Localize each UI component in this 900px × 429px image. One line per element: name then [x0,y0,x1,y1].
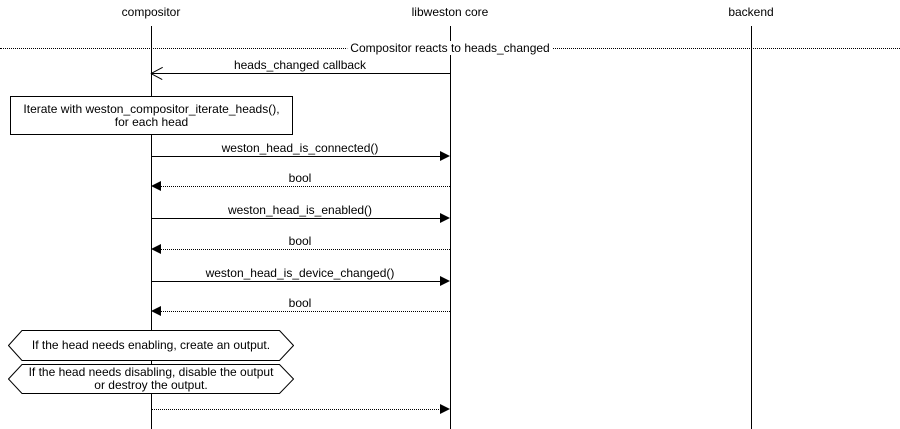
message-label-weston-head-is-enabled: weston_head_is_enabled() [227,203,373,217]
message-label-weston-head-is-connected: weston_head_is_connected() [221,141,379,155]
lifeline-backend [751,26,752,429]
message-line-return-bool-connected [161,186,450,187]
note-iterate-heads: Iterate with weston_compositor_iterate_h… [10,96,293,135]
condition-disable-head-text: If the head needs disabling, disable the… [28,365,274,392]
message-line-return-bool-device-changed [161,311,450,312]
arrowhead-filled-left-icon [151,244,161,254]
separator-label: Compositor reacts to heads_changed [347,41,553,55]
hexagon-shape-icon [8,330,294,361]
condition-enable-head-text: If the head needs enabling, create an ou… [31,338,271,352]
arrowhead-filled-left-icon [151,306,161,316]
participant-label-compositor: compositor [121,5,181,19]
arrowhead-filled-left-icon [151,181,161,191]
arrowhead-filled-right-icon [440,404,450,414]
message-line-heads-changed-callback [151,73,450,74]
message-label-return-bool-device-changed: bool [288,296,312,310]
arrowhead-filled-right-icon [440,151,450,161]
arrowhead-filled-right-icon [440,276,450,286]
message-label-heads-changed-callback: heads_changed callback [233,58,367,72]
message-line-weston-head-is-enabled [151,218,441,219]
lifeline-compositor [151,26,152,429]
message-line-final-return [151,409,441,410]
condition-enable-head: If the head needs enabling, create an ou… [8,330,294,361]
arrowhead-filled-right-icon [440,213,450,223]
participant-label-libweston-core: libweston core [411,5,489,19]
message-label-weston-head-is-device-changed: weston_head_is_device_changed() [205,266,395,280]
lifeline-libweston-core [450,26,451,429]
message-line-weston-head-is-connected [151,156,441,157]
condition-disable-head: If the head needs disabling, disable the… [8,364,294,394]
message-line-return-bool-enabled [161,249,450,250]
participant-label-backend: backend [728,5,774,19]
arrowhead-open-left-icon [150,66,163,80]
message-label-return-bool-enabled: bool [288,234,312,248]
message-line-weston-head-is-device-changed [151,281,441,282]
hexagon-shape-icon [8,364,294,394]
message-label-return-bool-connected: bool [288,171,312,185]
note-iterate-heads-text: Iterate with weston_compositor_iterate_h… [23,101,280,129]
